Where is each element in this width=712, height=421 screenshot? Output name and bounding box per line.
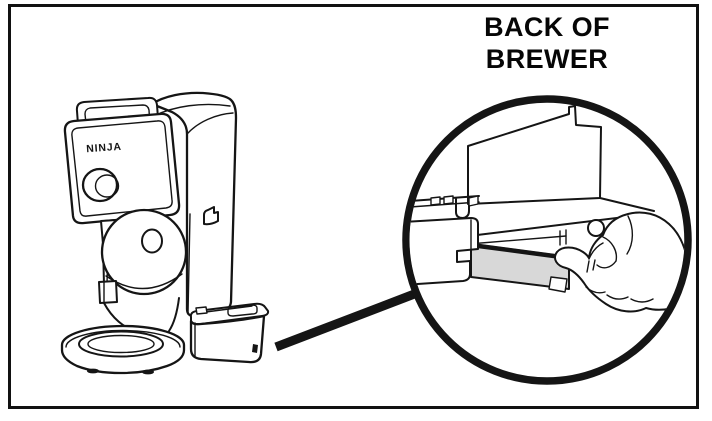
brew-basket-disc bbox=[100, 208, 188, 296]
shipping-tape-top-edge bbox=[468, 242, 572, 261]
curled-finger-line-2 bbox=[596, 260, 617, 269]
curled-finger-line-1 bbox=[602, 236, 618, 262]
thumb-crease-1 bbox=[586, 260, 590, 273]
brew-head bbox=[63, 112, 181, 225]
callout-title: BACK OF BREWER bbox=[402, 12, 692, 76]
tower-cord-hook bbox=[203, 206, 219, 226]
tape-slot-lower bbox=[468, 235, 567, 245]
knuckle-bump-3 bbox=[630, 298, 654, 303]
brand-logo: NINJA bbox=[86, 141, 122, 155]
rail-clip-right bbox=[443, 195, 454, 205]
base-foot-right bbox=[142, 369, 154, 375]
reservoir-clip bbox=[195, 306, 208, 315]
reservoir-lid bbox=[227, 304, 258, 317]
callout-title-line-1: BACK OF bbox=[484, 12, 610, 42]
callout-title-line-2: BREWER bbox=[485, 43, 609, 74]
tape-slot-upper bbox=[468, 214, 642, 237]
brewer-illustration: NINJA bbox=[60, 91, 270, 375]
cord-hook-tab bbox=[468, 195, 479, 207]
base-foot-left bbox=[87, 368, 99, 374]
hand-illustration bbox=[554, 211, 685, 313]
tape-end-tab bbox=[548, 276, 568, 293]
thumb-web-line bbox=[588, 242, 604, 260]
fingertip bbox=[587, 219, 605, 237]
hand-outline bbox=[554, 211, 685, 313]
callout-content bbox=[409, 105, 685, 313]
callout-pointer-line bbox=[274, 283, 432, 352]
knuckle-bump-1 bbox=[585, 286, 606, 294]
drip-tray-base bbox=[60, 324, 186, 375]
curled-finger-line-3 bbox=[626, 215, 634, 255]
lower-tab bbox=[98, 280, 118, 304]
cord-storage-box bbox=[409, 217, 479, 286]
drip-tray-ring-outer bbox=[78, 330, 164, 358]
disc-opening bbox=[141, 228, 163, 254]
thumb-crease-2 bbox=[592, 259, 596, 271]
brew-dial bbox=[81, 167, 119, 203]
reservoir-box-front bbox=[189, 314, 266, 364]
rail-clip-left bbox=[430, 196, 441, 206]
brew-head-inner-line bbox=[71, 120, 173, 217]
tower-front-edge bbox=[186, 112, 234, 135]
tower-side-line bbox=[187, 213, 191, 315]
drip-tray-ring-inner bbox=[87, 334, 155, 354]
brew-dial-knob bbox=[94, 174, 120, 198]
back-panel bbox=[467, 105, 602, 205]
reservoir-notch bbox=[252, 344, 258, 353]
stand-right-edge bbox=[168, 297, 180, 332]
shelf-right-edge bbox=[599, 197, 655, 212]
knuckle-bump-2 bbox=[606, 294, 629, 300]
